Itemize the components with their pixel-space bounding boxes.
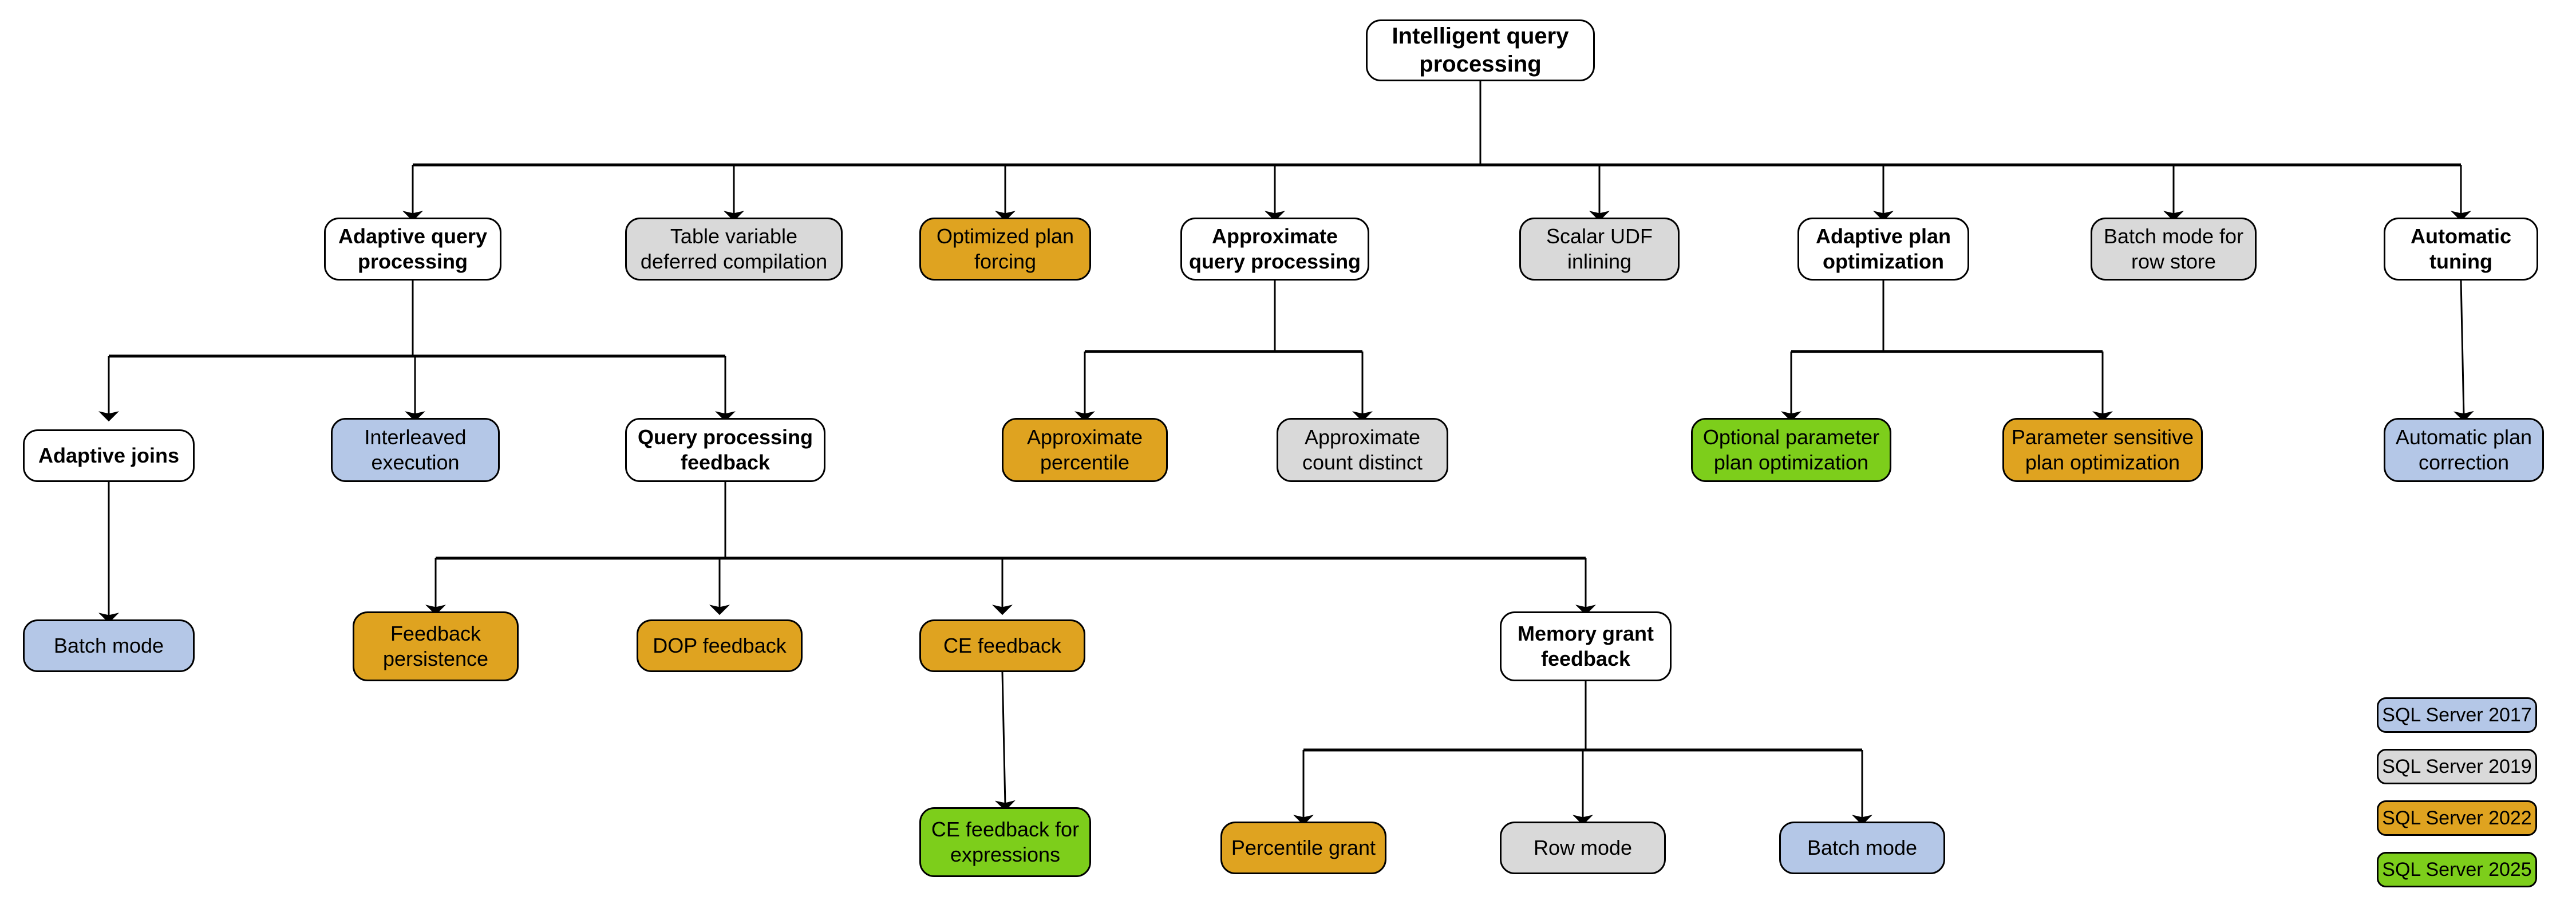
legend-item-sql-server-2022: SQL Server 2022 (2377, 800, 2537, 836)
node-bmode1[interactable]: Batch mode (23, 619, 195, 672)
node-bmode2[interactable]: Batch mode (1779, 822, 1945, 874)
legend-item-sql-server-2019: SQL Server 2019 (2377, 749, 2537, 784)
node-fbpersist[interactable]: Feedback persistence (353, 611, 519, 681)
node-pspo[interactable]: Parameter sensitive plan optimization (2002, 418, 2203, 482)
node-oppo[interactable]: Optional parameter plan optimization (1691, 418, 1891, 482)
node-interleaved[interactable]: Interleaved execution (331, 418, 500, 482)
node-dopfb[interactable]: DOP feedback (637, 619, 803, 672)
node-autotune[interactable]: Automatic tuning (2384, 218, 2538, 281)
node-ajoins[interactable]: Adaptive joins (23, 429, 195, 482)
node-pctgrant[interactable]: Percentile grant (1220, 822, 1386, 874)
edge-cefb (994, 672, 1016, 811)
node-opf[interactable]: Optimized plan forcing (919, 218, 1091, 281)
node-cefb[interactable]: CE feedback (919, 619, 1085, 672)
node-approxqp[interactable]: Approximate query processing (1180, 218, 1369, 281)
legend-item-sql-server-2025: SQL Server 2025 (2377, 852, 2537, 887)
node-tvdc[interactable]: Table variable deferred compilation (625, 218, 843, 281)
node-approxcd[interactable]: Approximate count distinct (1277, 418, 1448, 482)
node-approxpct[interactable]: Approximate percentile (1002, 418, 1168, 482)
node-rowmode[interactable]: Row mode (1500, 822, 1666, 874)
node-iqp[interactable]: Intelligent query processing (1366, 19, 1595, 81)
node-apo[interactable]: Adaptive plan optimization (1797, 218, 1969, 281)
legend-item-sql-server-2017: SQL Server 2017 (2377, 697, 2537, 733)
node-qpf[interactable]: Query processing feedback (625, 418, 825, 482)
node-bmrs[interactable]: Batch mode for row store (2091, 218, 2257, 281)
node-apc[interactable]: Automatic plan correction (2384, 418, 2544, 482)
node-aqp[interactable]: Adaptive query processing (324, 218, 501, 281)
node-mgf[interactable]: Memory grant feedback (1500, 611, 1672, 681)
node-sudf[interactable]: Scalar UDF inlining (1519, 218, 1680, 281)
edge-autotune (2453, 280, 2474, 422)
node-cefbexpr[interactable]: CE feedback for expressions (919, 807, 1091, 877)
